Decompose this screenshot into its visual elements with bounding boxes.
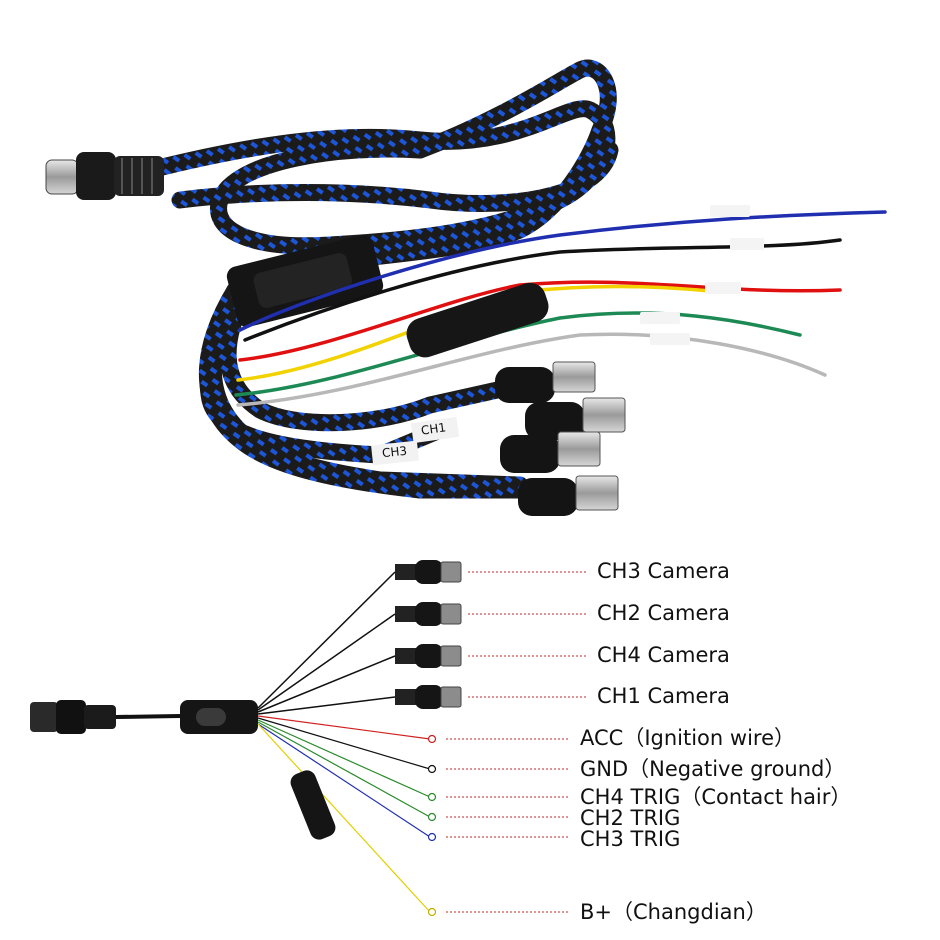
channel-tags xyxy=(371,416,460,466)
wire-terminals xyxy=(427,734,437,917)
tag-ch1: CH1 xyxy=(420,420,447,438)
label-gnd: GND（Negative ground） xyxy=(580,757,846,781)
diagram-camera-connectors xyxy=(395,560,462,709)
diagram-main-connector-icon xyxy=(30,700,181,734)
label-ch3-camera: CH3 Camera xyxy=(597,559,730,583)
fuse-holder xyxy=(406,282,549,358)
wire-tags xyxy=(640,205,764,345)
label-ch2-trig: CH2 TRIG xyxy=(580,806,681,830)
camera-leaders xyxy=(468,571,588,698)
label-ch4-trig: CH4 TRIG（Contact hair） xyxy=(580,785,852,809)
label-ch2-camera: CH2 Camera xyxy=(597,601,730,625)
label-ch3-trig: CH3 TRIG xyxy=(580,827,681,851)
wire-leaders xyxy=(446,738,568,913)
splitter-box xyxy=(226,234,384,328)
label-ch4-camera: CH4 Camera xyxy=(597,643,730,667)
main-connector-icon xyxy=(45,152,164,200)
cable-photo xyxy=(45,59,887,516)
camera-lines xyxy=(257,571,396,715)
label-ch1-camera: CH1 Camera xyxy=(597,684,730,708)
signal-wires xyxy=(257,715,431,913)
diagram-splitter xyxy=(180,700,258,734)
diagram-fuse xyxy=(290,770,336,840)
tag-ch3: CH3 xyxy=(381,443,408,461)
braided-cable xyxy=(141,59,619,499)
label-acc: ACC（Ignition wire） xyxy=(580,726,795,750)
label-b-plus: B+（Changdian） xyxy=(580,900,767,924)
camera-connectors xyxy=(495,361,626,516)
